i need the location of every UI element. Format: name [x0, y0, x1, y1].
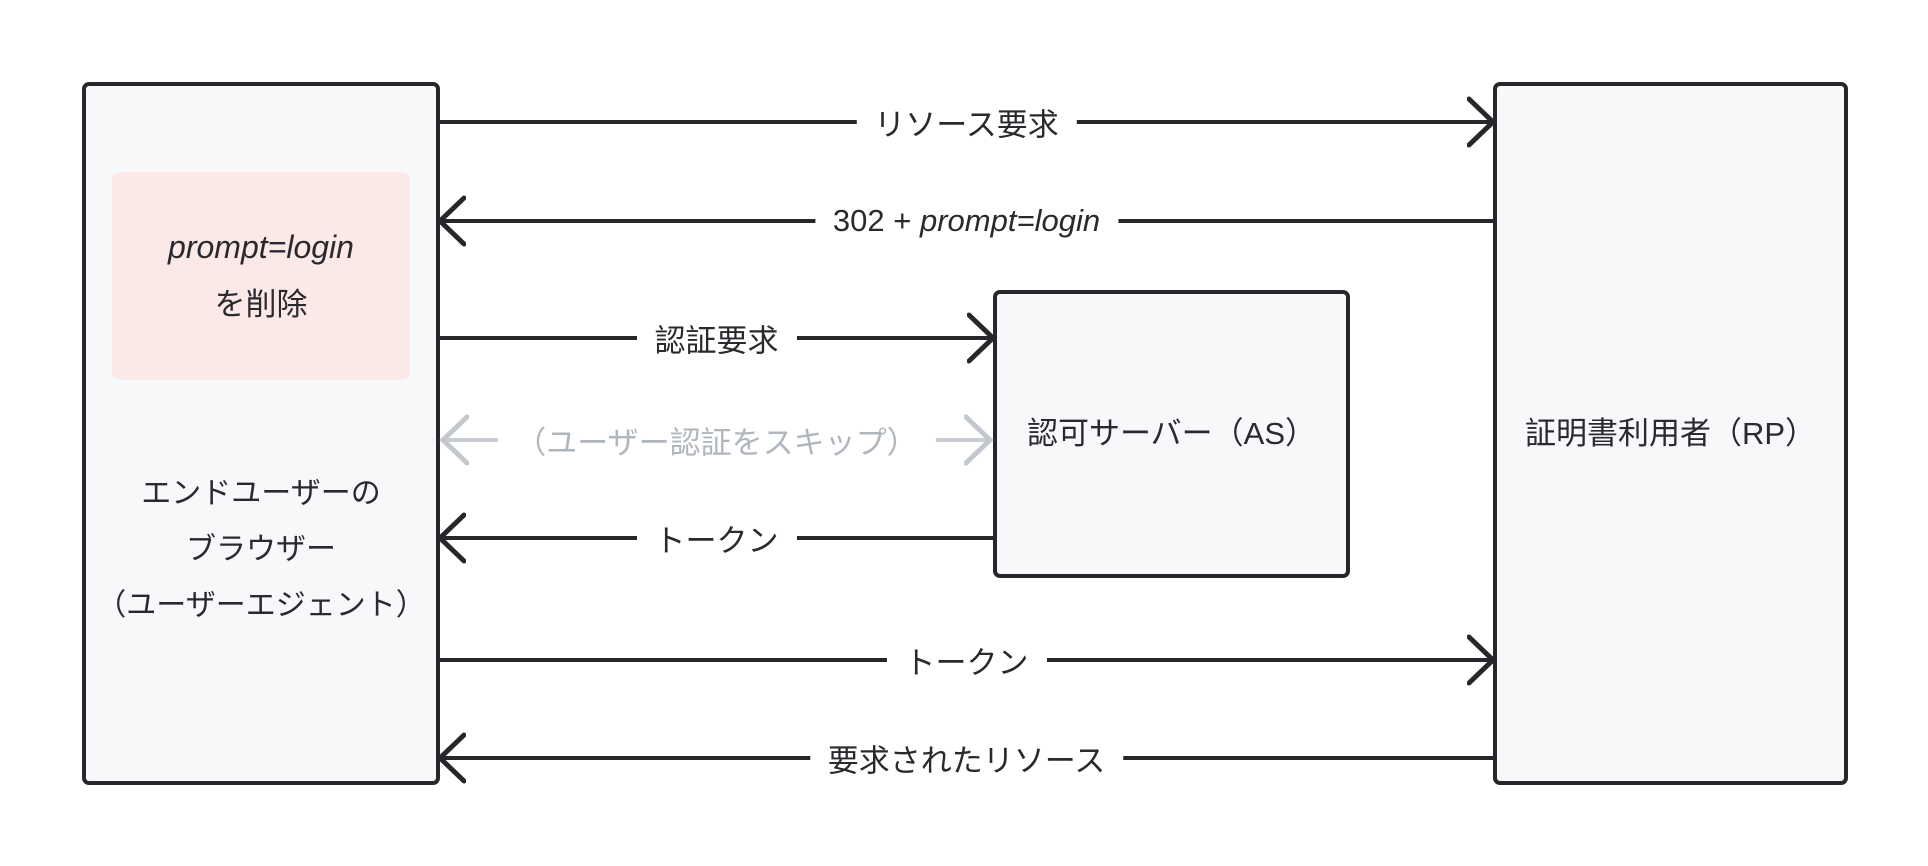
arrow-token-to-rp: トークン: [440, 632, 1497, 688]
arrow-redirect-302-label: 302 + prompt=login: [814, 203, 1119, 239]
node-authorization-server: 認可サーバー（AS）: [993, 290, 1350, 578]
arrow-requested-resource: 要求されたリソース: [436, 730, 1493, 786]
note-line-code: prompt=login: [168, 229, 354, 265]
arrow-skip-user-auth: （ユーザー認証をスキップ）: [439, 412, 994, 468]
note-line-action: を削除: [214, 287, 308, 322]
arrow-auth-request-label: 認証要求: [636, 315, 797, 361]
arrow-requested-resource-label: 要求されたリソース: [809, 735, 1124, 781]
redirect-302-prefix: 302 +: [832, 203, 920, 238]
arrowhead-right-icon: [1467, 96, 1497, 148]
arrow-token-to-rp-label: トークン: [886, 637, 1047, 683]
node-browser-label-line3: （ユーザーエジェント）: [96, 589, 426, 622]
arrowhead-right-icon: [964, 414, 994, 466]
redirect-302-code: prompt=login: [919, 203, 1101, 238]
node-relying-party: 証明書利用者（RP）: [1493, 82, 1848, 785]
note-prompt-login-removed: prompt=login を削除: [112, 172, 410, 380]
arrow-redirect-302: 302 + prompt=login: [436, 193, 1493, 249]
node-relying-party-label: 証明書利用者（RP）: [1524, 415, 1817, 451]
arrow-skip-user-auth-label: （ユーザー認証をスキップ）: [497, 417, 936, 463]
arrow-resource-request: リソース要求: [440, 94, 1497, 150]
node-browser: prompt=login を削除 エンドユーザーの ブラウザー （ユーザーエジェ…: [82, 82, 440, 785]
arrow-resource-request-label: リソース要求: [856, 99, 1077, 145]
arrowhead-left-icon: [439, 414, 469, 466]
arrowhead-right-icon: [1467, 634, 1497, 686]
arrow-token-from-as-label: トークン: [636, 515, 797, 561]
arrowhead-right-icon: [967, 312, 997, 364]
node-authorization-server-label: 認可サーバー（AS）: [1026, 416, 1317, 452]
arrow-token-from-as: トークン: [436, 510, 993, 566]
node-browser-label: エンドユーザーの ブラウザー （ユーザーエジェント）: [86, 466, 436, 634]
arrowhead-left-icon: [436, 732, 466, 784]
arrowhead-left-icon: [436, 512, 466, 564]
arrow-auth-request: 認証要求: [440, 310, 997, 366]
node-browser-label-line1: エンドユーザーの: [141, 477, 381, 510]
node-browser-label-line2: ブラウザー: [186, 533, 336, 566]
arrowhead-left-icon: [436, 195, 466, 247]
